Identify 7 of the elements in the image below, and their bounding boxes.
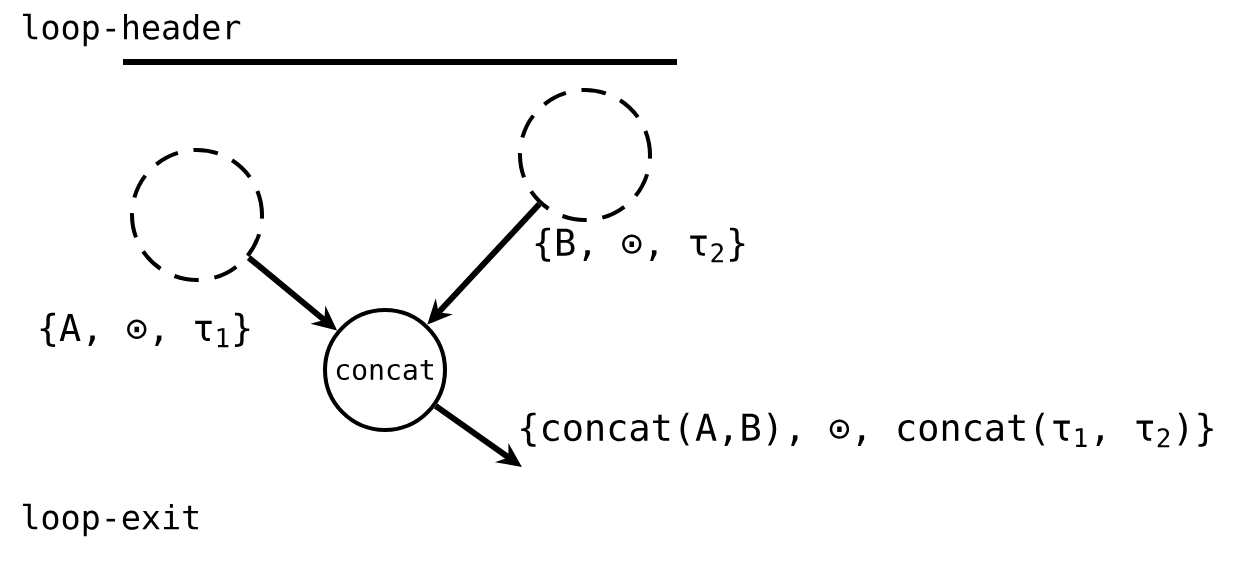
dashed-circle (518, 87, 653, 222)
edge-label: {concat(A,B), ⊙, concat(τ$_{1}$, τ$_{2}$)} (515, 410, 1219, 450)
loop-label: loop-header (22, 13, 241, 47)
edge-label: {B, ⊙, τ$_{2}$} (530, 225, 750, 265)
dashed-circle (130, 147, 265, 282)
edge-label: {A, ⊙, τ$_{1}$} (35, 311, 255, 349)
loop-label: loop-exit (22, 503, 198, 537)
